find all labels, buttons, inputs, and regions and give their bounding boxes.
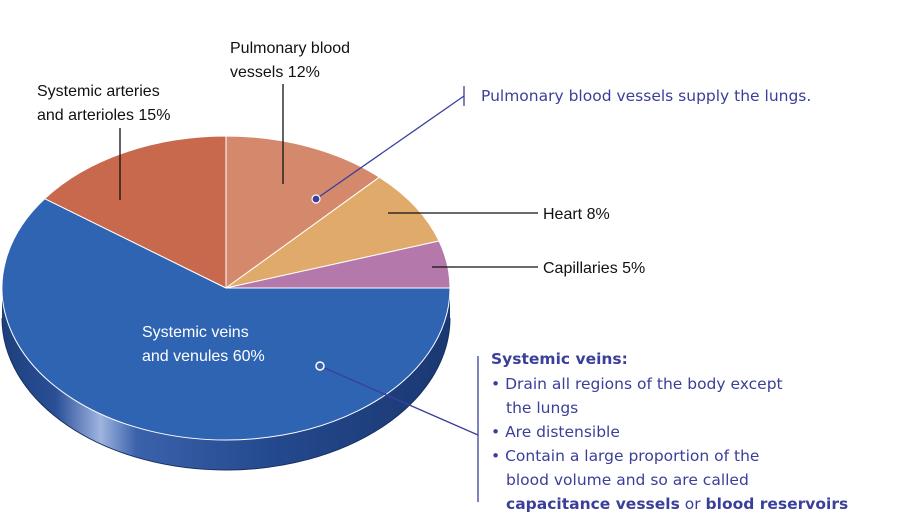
slice-capillaries bbox=[225, 240, 451, 289]
veins-note-title: Systemic veins: bbox=[491, 350, 628, 368]
term-blood-reservoirs: blood reservoirs bbox=[706, 495, 849, 513]
veins-note-bullet-3-last: capacitance vessels or blood reservoirs bbox=[506, 495, 848, 513]
term-capacitance-vessels: capacitance vessels bbox=[506, 495, 680, 513]
slice-pulmonary bbox=[225, 135, 380, 289]
veins-note: Systemic veins: • Drain all regions of t… bbox=[491, 350, 848, 513]
pie-slices bbox=[1, 135, 451, 441]
veins-callout-dot bbox=[315, 361, 325, 371]
slice-arteries bbox=[44, 135, 227, 289]
callout-lines bbox=[315, 86, 479, 502]
pulmonary-callout-dot bbox=[311, 194, 321, 204]
label-arteries: Systemic arteries and arterioles 15% bbox=[37, 83, 170, 124]
veins-note-bullet-3: • Contain a large proportion of the bbox=[491, 447, 759, 465]
label-heart: Heart 8% bbox=[543, 206, 610, 223]
label-veins: Systemic veins and venules 60% bbox=[142, 324, 265, 365]
veins-callout-line bbox=[319, 365, 479, 436]
veins-note-bullet-2: • Are distensible bbox=[491, 423, 620, 441]
pulmonary-callout-line bbox=[315, 95, 465, 200]
label-capillaries: Capillaries 5% bbox=[543, 260, 645, 277]
veins-note-bullet-3-cont: blood volume and so are called bbox=[506, 471, 749, 489]
pulmonary-note: Pulmonary blood vessels supply the lungs… bbox=[481, 87, 811, 105]
slice-heart bbox=[225, 176, 440, 289]
veins-note-bullet-1-cont: the lungs bbox=[506, 399, 578, 417]
pie-side bbox=[2, 288, 450, 470]
leader-lines bbox=[119, 84, 538, 268]
pie-side-edge bbox=[1, 317, 451, 471]
slice-veins bbox=[1, 198, 451, 441]
label-pulmonary: Pulmonary blood vessels 12% bbox=[230, 40, 355, 81]
veins-note-bullet-1: • Drain all regions of the body except bbox=[491, 375, 783, 393]
